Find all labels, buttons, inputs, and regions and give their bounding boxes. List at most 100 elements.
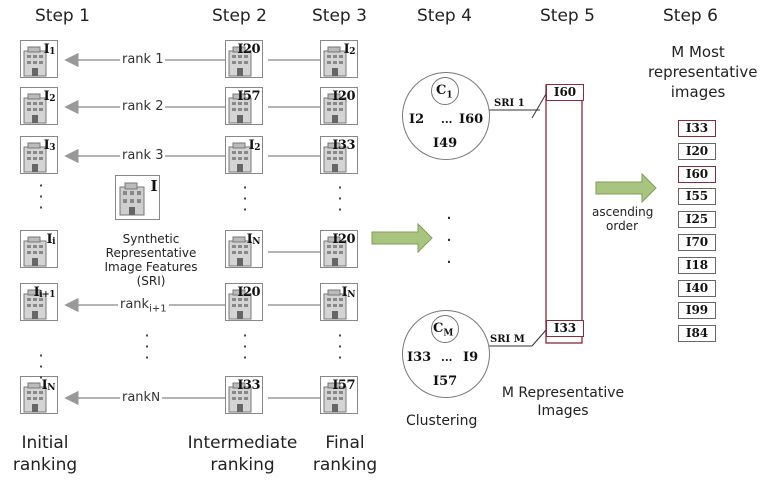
building-icon [228,46,252,77]
rank-label-n: rankN [120,390,163,405]
building-icon [23,93,47,124]
building-icon [119,182,145,216]
rank-label-3: rank 3 [120,148,166,163]
step-1-header: Step 1 [35,6,90,26]
initial-ranking-thumbnail: I2 [20,87,58,125]
intermediate-ranking-thumbnail: I20 [225,283,263,321]
final-list-item: I25 [678,211,716,229]
step-6-title: M Most representative images [648,43,758,101]
image-label: IN [246,232,261,247]
rank-label-i1: ranki+1 [118,297,169,315]
image-label: I2 [43,89,56,104]
image-label: I1 [43,42,56,57]
step-2-header: Step 2 [212,6,267,26]
step-5-header: Step 5 [540,6,595,26]
initial-ranking-thumbnail: Ii+1 [20,283,58,321]
ellipsis-rank: ··· [144,326,150,367]
final-list-item: I99 [678,302,716,320]
final-list-item: I70 [678,234,716,251]
building-icon [23,382,47,413]
ellipsis-col1: ··· [38,176,44,217]
rep-item-bottom: I33 [546,320,584,337]
final-list-item: I18 [678,256,716,274]
building-icon [323,289,347,320]
image-label: Ii+1 [33,285,56,300]
ellipsis-clusters: ··· [446,208,452,273]
final-ranking-thumbnail: I33 [320,136,358,174]
block-arrow-icon [371,222,433,254]
image-label: I2 [343,42,356,57]
intermediate-ranking-thumbnail: I2 [225,136,263,174]
image-label: I57 [237,89,260,104]
ellipsis-col2: ··· [242,326,248,367]
ellipsis-col3: ··· [337,326,343,367]
final-ranking-thumbnail: I57 [320,376,358,414]
caption-final: Final ranking [312,433,378,475]
caption-clustering: Clustering [406,413,478,429]
sri-label: Synthetic Representative Image Features … [104,232,198,288]
intermediate-ranking-thumbnail: I57 [225,87,263,125]
caption-intermediate: Intermediate ranking [187,433,298,475]
rep-item-top: I60 [546,84,584,101]
intermediate-ranking-thumbnail: I33 [225,376,263,414]
image-label: I20 [237,285,260,300]
image-label: I33 [237,378,260,393]
building-icon [323,46,347,77]
building-icon [228,382,252,413]
final-ranking-thumbnail: I20 [320,230,358,268]
building-icon [323,382,347,413]
building-icon [323,93,347,124]
ellipsis-col1: ··· [38,346,44,387]
image-label: Ii [46,232,55,247]
image-label: IN [41,378,56,393]
image-label: I20 [237,42,260,57]
final-list-item: I20 [678,142,716,160]
final-list-item: I40 [678,279,716,297]
final-list-item: I33 [678,120,716,137]
rank-label-1: rank 1 [120,52,166,67]
image-label: I20 [332,232,355,247]
building-icon [23,46,47,77]
final-list-item: I84 [678,325,716,343]
sri-1-label: SRI 1 [494,98,525,109]
image-label: IN [341,285,356,300]
building-icon [23,142,47,173]
building-icon [23,236,47,267]
image-label: I57 [332,378,355,393]
representatives-box [545,84,583,344]
ascending-order-label: ascending order [592,205,654,233]
initial-ranking-thumbnail: I3 [20,136,58,174]
building-icon [228,289,252,320]
cluster-m: CM I33 ... I9 I57 [402,310,490,398]
ellipsis-col2: ··· [242,178,248,219]
building-icon [323,142,347,173]
caption-m-representative: M Representative Images [501,385,625,419]
step-4-header: Step 4 [417,6,472,26]
final-ranking-thumbnail: I2 [320,40,358,78]
building-icon [323,236,347,267]
image-label: I3 [43,138,56,153]
building-icon [228,236,252,267]
rank-label-2: rank 2 [120,99,166,114]
final-list-item: I60 [678,165,716,183]
building-icon [23,289,47,320]
initial-ranking-thumbnail: I1 [20,40,58,78]
caption-initial: Initial ranking [12,433,78,475]
intermediate-ranking-thumbnail: IN [225,230,263,268]
final-ranking-thumbnail: I20 [320,87,358,125]
image-label: I20 [332,89,355,104]
ellipsis-col3: ··· [337,178,343,219]
building-icon [228,93,252,124]
cluster-1: C1 I2 ... I60 I49 [402,72,490,160]
final-ranking-thumbnail: IN [320,283,358,321]
step-6-header: Step 6 [663,6,718,26]
initial-ranking-thumbnail: IN [20,376,58,414]
final-list-item: I55 [678,188,716,206]
sri-thumbnail: I [115,175,160,220]
step-3-header: Step 3 [312,6,367,26]
sri-m-label: SRI M [490,334,525,345]
intermediate-ranking-thumbnail: I20 [225,40,263,78]
initial-ranking-thumbnail: Ii [20,230,58,268]
image-label: I33 [332,138,355,153]
block-arrow-icon [595,172,657,204]
